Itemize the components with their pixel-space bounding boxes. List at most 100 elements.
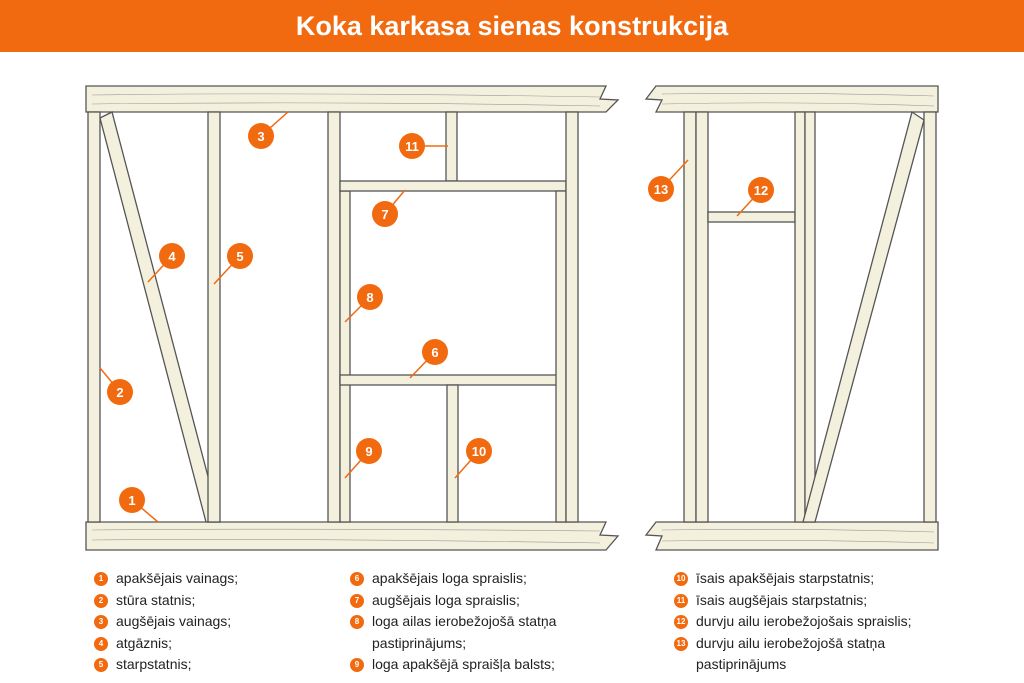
marker-circle <box>372 201 398 227</box>
marker-7: 7 <box>372 189 406 227</box>
stud-right-a <box>794 111 806 523</box>
legend-item: 3 augšējais vainags; <box>94 611 238 633</box>
door-header <box>707 211 796 223</box>
legend-item: 2 stūra statnis; <box>94 590 238 612</box>
marker-6: 6 <box>409 339 448 379</box>
stud <box>207 111 221 523</box>
marker-circle <box>119 487 145 513</box>
king-stud-left <box>327 111 341 523</box>
legend-text: apakšējais vainags; <box>116 570 239 586</box>
legend-text: īsais augšējais starpstatnis; <box>696 591 868 608</box>
marker-circle <box>159 243 185 269</box>
legend-column-2: 6 apakšējais loga spraislis; 7 augšējais lo… <box>350 568 600 676</box>
legend-number-badge: 6 <box>350 572 364 586</box>
legend-text: stūra statnis; <box>116 591 196 608</box>
right-top-plate <box>644 85 939 113</box>
right-bottom-plate <box>644 521 939 551</box>
diagonal-brace-right <box>802 110 925 523</box>
legend-number-badge: 4 <box>94 636 108 651</box>
legend-text: durvju ailu ierobežojošais spraislis; <box>696 613 912 629</box>
legend-text: īsais apakšējais starpstatnis; <box>696 570 875 586</box>
marker-circle <box>107 379 133 405</box>
legend-text: durvju ailu ierobežojošā statņa pastipri… <box>696 634 886 673</box>
door-stud <box>683 111 697 523</box>
marker-number: 1 <box>128 493 135 508</box>
marker-number: 10 <box>472 444 486 459</box>
left-bottom-plate <box>85 521 620 551</box>
marker-number: 2 <box>116 385 123 400</box>
legend-number-badge: 9 <box>350 658 364 672</box>
marker-circle <box>227 243 253 269</box>
marker-number: 4 <box>168 249 176 264</box>
legend-number-badge: 11 <box>674 593 688 608</box>
stud-right-b <box>804 111 816 523</box>
wood-grain <box>91 93 935 544</box>
marker-12: 12 <box>736 177 774 217</box>
marker-circle <box>422 339 448 365</box>
marker-5: 5 <box>213 243 253 285</box>
legend-item: 13 durvju ailu ierobežojošā statņa pastip… <box>674 633 964 676</box>
legend-number-badge: 7 <box>350 593 364 608</box>
legend-text: apakšējais loga spraislis; <box>372 570 527 586</box>
marker-8: 8 <box>344 284 383 323</box>
marker-3: 3 <box>248 111 289 149</box>
legend-number-badge: 12 <box>674 615 688 629</box>
marker-circle <box>357 284 383 310</box>
page-title: Koka karkasa sienas konstrukcija <box>0 0 1024 52</box>
legend-text: augšējais vainags; <box>116 613 232 629</box>
legend-number-badge: 13 <box>674 636 688 651</box>
marker-11: 11 <box>399 133 448 159</box>
legend-text: loga ailas ierobežojošā statņa pastiprin… <box>372 613 557 651</box>
marker-4: 4 <box>147 243 185 283</box>
marker-number: 11 <box>405 139 419 154</box>
legend-number-badge: 1 <box>94 572 108 586</box>
legend-text: starpstatnis; <box>116 656 192 672</box>
end-post <box>923 111 937 523</box>
marker-10: 10 <box>454 438 492 479</box>
legend-number-badge: 8 <box>350 615 364 629</box>
window-sill <box>339 374 567 386</box>
legend-number-badge: 5 <box>94 658 108 672</box>
king-stud-right <box>565 111 579 523</box>
marker-circle <box>466 438 492 464</box>
legend-item: 12 durvju ailu ierobežojošais spraislis; <box>674 611 964 633</box>
legend-number-badge: 2 <box>94 593 108 608</box>
short-bottom-stud <box>446 384 459 523</box>
marker-number: 3 <box>257 129 264 144</box>
marker-circle <box>356 438 382 464</box>
marker-number: 5 <box>236 249 243 264</box>
legend-item: 7 augšējais loga spraislis; <box>350 590 600 612</box>
legend-column-3: 10 īsais apakšējais starpstatnis; 11 īsais … <box>674 568 964 676</box>
legend-item: 9 loga apakšējā spraišļa balsts; <box>350 654 600 676</box>
marker-1: 1 <box>119 487 159 523</box>
diagonal-brace <box>99 111 221 523</box>
legend-item: 1 apakšējais vainags; <box>94 568 238 590</box>
legend-number-badge: 10 <box>674 572 688 586</box>
marker-circle <box>748 177 774 203</box>
legend-text: atgāznis; <box>116 634 173 651</box>
marker-9: 9 <box>344 438 382 479</box>
legend-number-badge: 3 <box>94 615 108 629</box>
marker-circle <box>248 123 274 149</box>
marker-number: 8 <box>366 290 373 305</box>
marker-circle <box>399 133 425 159</box>
marker-circle <box>648 176 674 202</box>
marker-2: 2 <box>99 367 133 405</box>
legend-text: augšējais loga spraislis; <box>372 591 520 608</box>
window-header <box>339 180 567 192</box>
jack-stud-right <box>555 190 567 523</box>
left-top-plate <box>85 85 620 113</box>
marker-number: 6 <box>431 345 438 360</box>
legend-text: loga apakšējā spraišļa balsts; <box>372 656 555 672</box>
legend-item: 10 īsais apakšējais starpstatnis; <box>674 568 964 590</box>
corner-post <box>87 111 101 523</box>
marker-number: 13 <box>654 182 668 197</box>
legend-column-1: 1 apakšējais vainags; 2 stūra statnis; 3 augš… <box>94 568 238 676</box>
door-stud-reinforcement <box>695 111 709 523</box>
legend-item: 11 īsais augšējais starpstatnis; <box>674 590 964 612</box>
legend-item: 4 atgāznis; <box>94 633 238 655</box>
marker-number: 7 <box>381 207 388 222</box>
marker-number: 12 <box>754 183 768 198</box>
legend-item: 5 starpstatnis; <box>94 654 238 676</box>
